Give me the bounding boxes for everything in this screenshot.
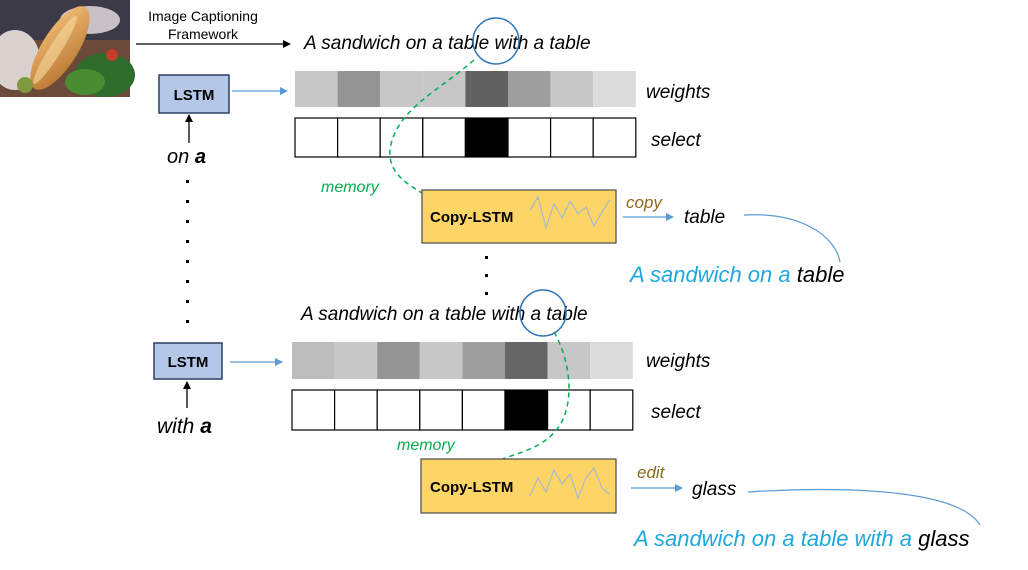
- vertical-ellipsis-left: [186, 180, 189, 323]
- top-weight-cell: [550, 71, 594, 107]
- bottom-select-cell: [419, 389, 463, 431]
- top-select-label: select: [651, 130, 701, 151]
- bottom-output-curve: [747, 488, 981, 526]
- bottom-weights-row: [292, 342, 633, 379]
- bottom-highlight-circle: [519, 289, 567, 337]
- bottom-weight-cell: [547, 342, 591, 379]
- bottom-signal-zigzag-icon: [529, 466, 610, 500]
- top-memory-label: memory: [321, 179, 380, 196]
- top-select-cell: [592, 117, 637, 158]
- bottom-lstm-box: [153, 342, 223, 380]
- bottom-output-word: glass: [692, 479, 737, 500]
- top-weight-cell: [593, 71, 636, 107]
- top-copy-lstm-box: [421, 189, 617, 244]
- top-select-cell: [379, 117, 424, 158]
- top-lstm-label: LSTM: [174, 87, 215, 104]
- bottom-weight-cell: [419, 342, 463, 379]
- bottom-action-label: edit: [637, 463, 666, 482]
- bottom-lstm-label: LSTM: [168, 354, 209, 371]
- top-weight-cell: [465, 71, 508, 107]
- bottom-select-cell: [334, 389, 378, 431]
- top-result-sentence: A sandwich on a table: [628, 262, 844, 287]
- bottom-weight-cell: [505, 342, 548, 379]
- framework-label-line1: Image Captioning: [148, 8, 258, 24]
- bottom-memory-path: [499, 331, 570, 461]
- top-weights-row: [295, 71, 636, 107]
- bottom-select-cell: [504, 389, 549, 431]
- bottom-memory-label: memory: [397, 437, 456, 454]
- top-select-cell: [507, 117, 552, 158]
- top-memory-path: [389, 59, 475, 196]
- top-signal-zigzag-icon: [529, 195, 611, 231]
- bottom-input-label: with a: [157, 415, 212, 438]
- top-copy-lstm-label: Copy-LSTM: [430, 209, 513, 226]
- top-caption: A sandwich on a table with a table: [303, 33, 591, 54]
- top-select-cell: [549, 117, 594, 158]
- bottom-weight-cell: [334, 342, 378, 379]
- top-weight-cell: [508, 71, 551, 107]
- bottom-weight-cell: [377, 342, 420, 379]
- bottom-caption: A sandwich on a table with a table: [300, 304, 588, 325]
- top-highlight-circle: [472, 17, 520, 65]
- top-lstm-box: [158, 74, 230, 114]
- bottom-weight-cell: [590, 342, 633, 379]
- food-photo-thumbnail: [0, 0, 135, 97]
- bottom-result-sentence: A sandwich on a table with a glass: [632, 526, 970, 551]
- top-input-label: on a: [167, 146, 206, 168]
- top-output-word: table: [684, 207, 725, 228]
- top-select-cell: [337, 117, 381, 158]
- bottom-select-cell: [291, 389, 336, 431]
- top-weight-cell: [337, 71, 381, 107]
- bottom-weight-cell: [292, 342, 335, 379]
- bottom-weight-cell: [462, 342, 505, 379]
- top-weight-cell: [380, 71, 423, 107]
- top-output-curve: [743, 214, 841, 263]
- top-weight-cell: [422, 71, 466, 107]
- top-weights-label: weights: [646, 82, 711, 103]
- top-select-cell: [294, 117, 339, 158]
- bottom-select-cell: [461, 389, 506, 431]
- bottom-select-row: [291, 389, 634, 431]
- vertical-ellipsis-middle: [485, 256, 488, 295]
- framework-label-line2: Framework: [168, 26, 239, 42]
- top-select-cell: [464, 117, 509, 158]
- bottom-select-cell: [589, 389, 634, 431]
- bottom-select-label: select: [651, 402, 701, 423]
- bottom-weights-label: weights: [646, 351, 711, 372]
- top-select-row: [294, 117, 637, 158]
- top-action-label: copy: [626, 193, 663, 212]
- top-select-cell: [422, 117, 466, 158]
- bottom-copy-lstm-box: [420, 458, 617, 514]
- bottom-select-cell: [376, 389, 421, 431]
- top-weight-cell: [295, 71, 338, 107]
- bottom-copy-lstm-label: Copy-LSTM: [430, 479, 513, 496]
